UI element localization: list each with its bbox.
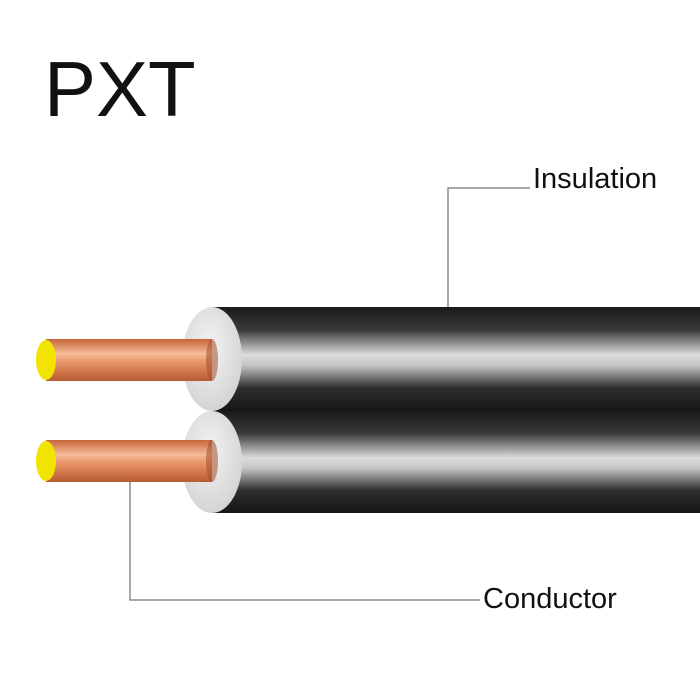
lower-jacket xyxy=(212,411,700,513)
conductor-label: Conductor xyxy=(483,583,617,615)
lower-conductor-end-shadow xyxy=(206,440,218,482)
lower-conductor xyxy=(46,440,212,482)
conductor-leader-line xyxy=(129,482,480,601)
diagram-title: PXT xyxy=(44,45,196,133)
lower-conductor-tip xyxy=(36,441,56,481)
upper-conductor-tip xyxy=(36,340,56,380)
lower-core xyxy=(36,411,700,513)
upper-conductor-end-shadow xyxy=(206,339,218,381)
insulation-label: Insulation xyxy=(533,163,658,195)
upper-conductor xyxy=(46,339,212,381)
upper-jacket xyxy=(212,307,700,411)
upper-core xyxy=(36,307,700,411)
insulation-leader-line xyxy=(447,187,530,307)
